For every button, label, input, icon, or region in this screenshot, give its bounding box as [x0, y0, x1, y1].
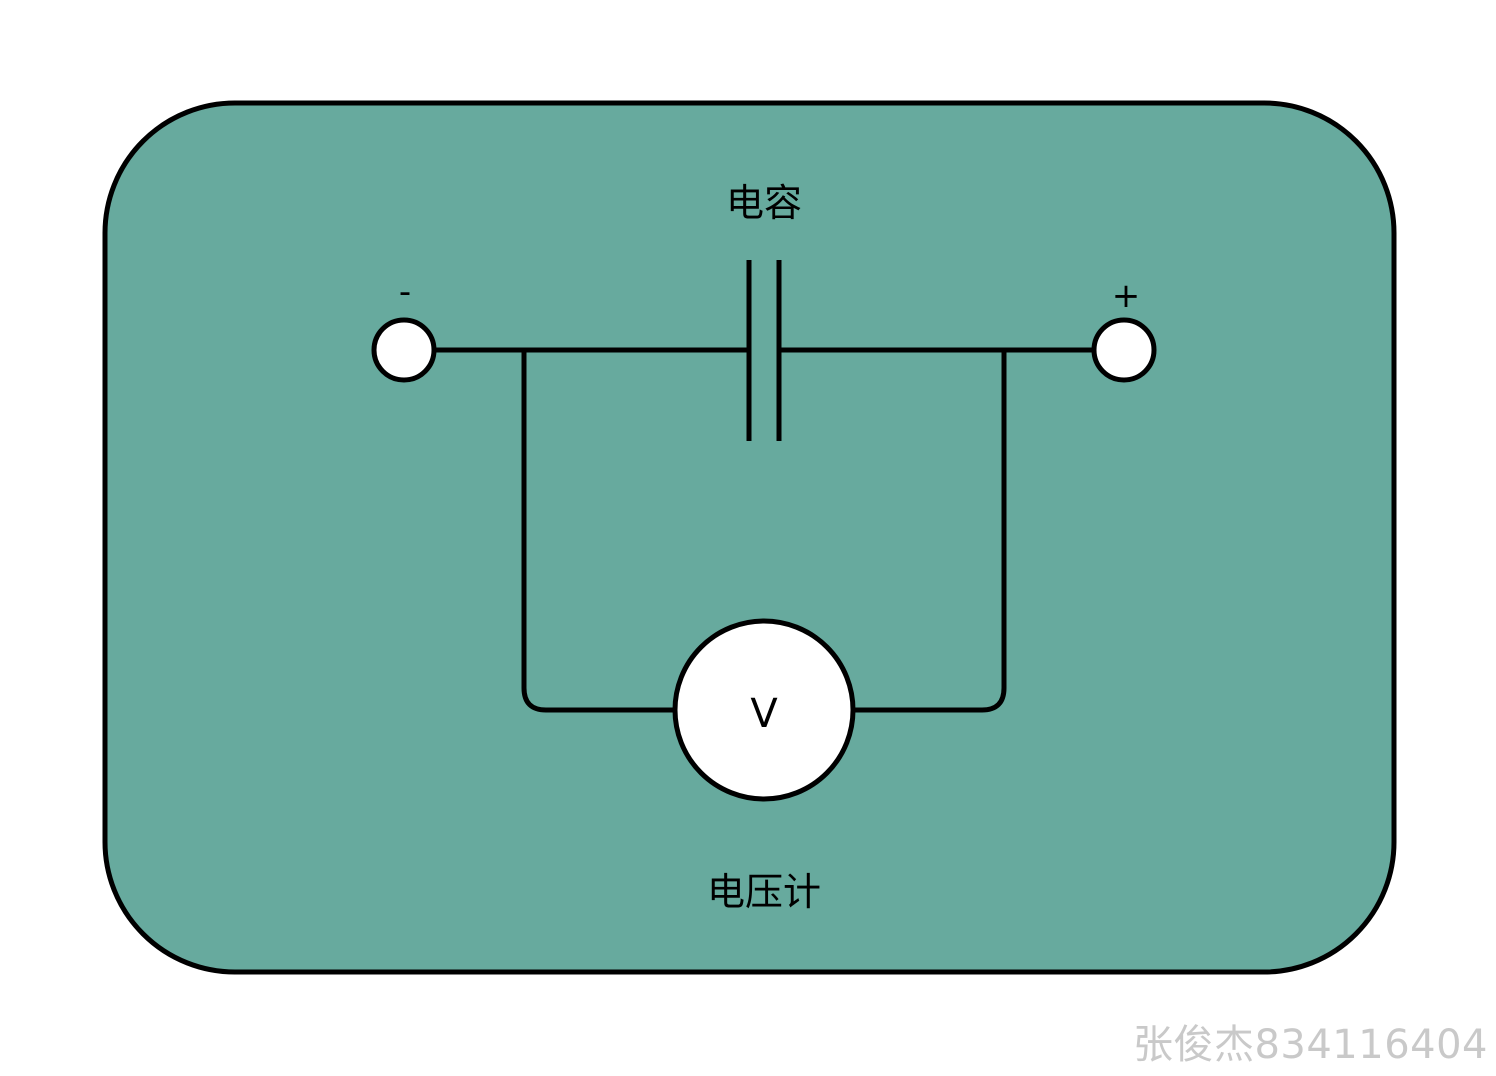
negative-terminal-label: -	[399, 272, 411, 312]
negative-terminal	[371, 317, 437, 383]
voltmeter	[672, 618, 856, 802]
voltmeter-symbol: V	[750, 691, 778, 737]
circuit-board	[102, 100, 1397, 975]
positive-terminal-label: +	[1112, 276, 1141, 316]
wire-right-branch	[853, 350, 1007, 713]
wire-left-branch	[521, 350, 676, 713]
watermark: 张俊杰834116404	[1132, 1022, 1488, 1068]
positive-terminal	[1091, 317, 1157, 383]
capacitor-label: 电容	[726, 181, 802, 225]
voltmeter-label: 电压计	[707, 870, 821, 914]
